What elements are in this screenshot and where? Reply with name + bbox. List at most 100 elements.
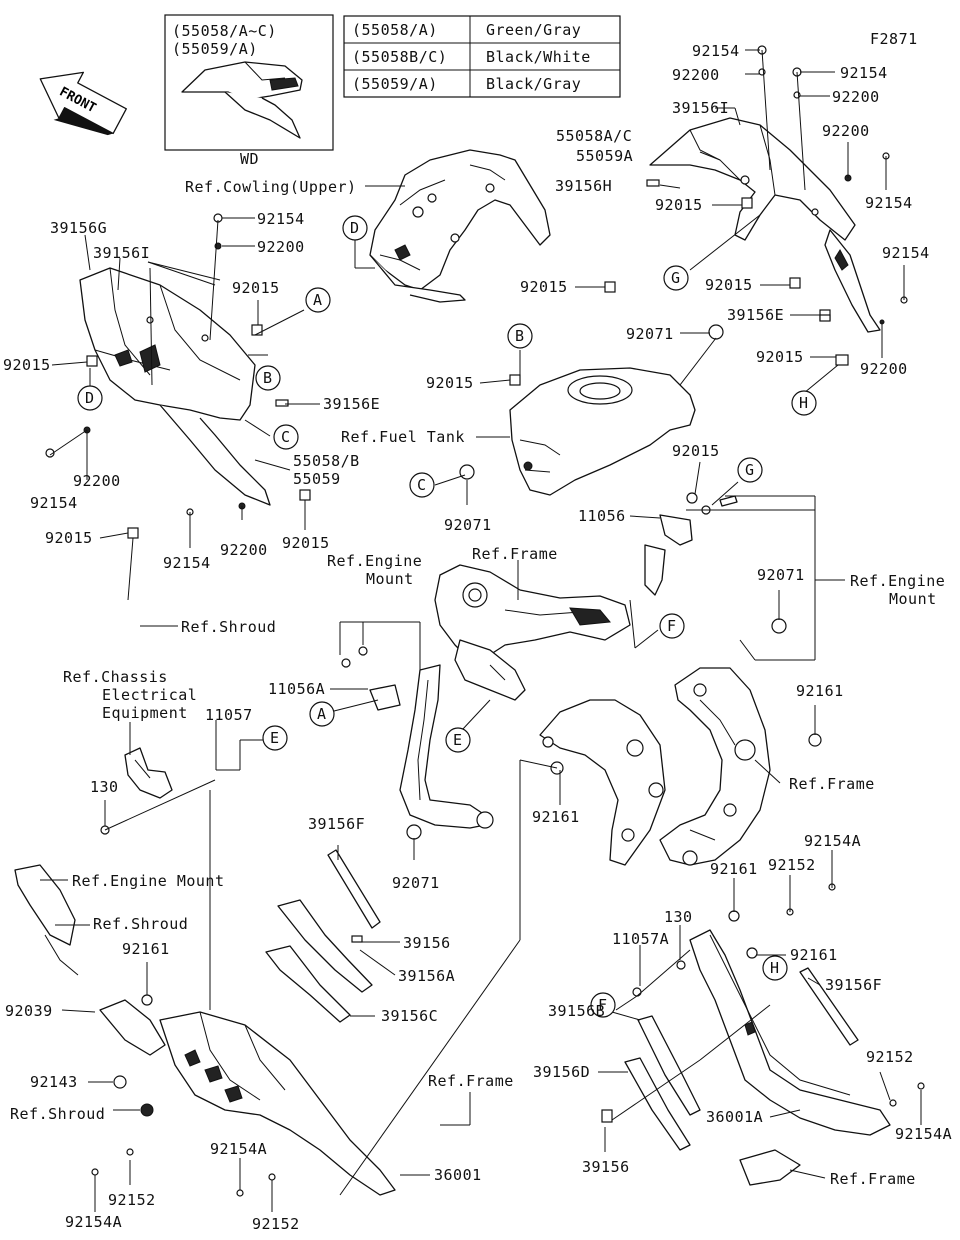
svg-text:39156G: 39156G [50, 219, 107, 237]
svg-text:36001A: 36001A [706, 1108, 763, 1126]
svg-text:Ref.Shroud: Ref.Shroud [10, 1105, 105, 1123]
svg-text:92015: 92015 [672, 442, 720, 460]
color-name-2: Black/White [486, 48, 591, 66]
svg-text:E: E [270, 729, 280, 747]
color-name-1: Green/Gray [486, 21, 581, 39]
svg-text:92200: 92200 [832, 88, 880, 106]
svg-text:92071: 92071 [392, 874, 440, 892]
svg-text:H: H [770, 959, 780, 977]
svg-text:92200: 92200 [257, 238, 305, 256]
svg-text:Ref.Shroud: Ref.Shroud [181, 618, 276, 636]
svg-text:130: 130 [664, 908, 693, 926]
svg-text:92154A: 92154A [895, 1125, 952, 1143]
svg-text:11057: 11057 [205, 706, 253, 724]
svg-text:92154: 92154 [257, 210, 305, 228]
svg-text:Electrical: Electrical [102, 686, 197, 704]
svg-text:92154: 92154 [865, 194, 913, 212]
callout-h-bottom: H [762, 955, 788, 981]
svg-text:92154: 92154 [882, 244, 930, 262]
svg-text:B: B [515, 327, 525, 345]
lower-cowl-left [14, 864, 396, 1196]
callout-a-center: A [309, 701, 335, 727]
svg-text:11056: 11056 [578, 507, 626, 525]
right-cowl-panel [649, 117, 881, 333]
svg-text:D: D [350, 219, 360, 237]
svg-text:92161: 92161 [796, 682, 844, 700]
svg-text:39156I: 39156I [672, 99, 729, 117]
svg-text:Equipment: Equipment [102, 704, 188, 722]
callout-b-center: B [507, 323, 533, 349]
svg-text:Ref.Cowling(Upper): Ref.Cowling(Upper) [185, 178, 357, 196]
svg-text:39156B: 39156B [548, 1002, 605, 1020]
svg-text:39156C: 39156C [381, 1007, 438, 1025]
svg-text:55059A: 55059A [576, 147, 633, 165]
callout-h-top: H [791, 390, 817, 416]
color-code-1: (55058/A) [352, 21, 438, 39]
svg-text:36001: 36001 [434, 1166, 482, 1184]
svg-text:92154: 92154 [692, 42, 740, 60]
left-side-cowl [79, 267, 271, 506]
callout-f-bottom: F [590, 992, 616, 1018]
svg-text:F: F [667, 617, 677, 635]
svg-text:92015: 92015 [520, 278, 568, 296]
color-code-2: (55058B/C) [352, 48, 447, 66]
callout-f-center: F [659, 613, 685, 639]
svg-text:92015: 92015 [45, 529, 93, 547]
svg-text:H: H [799, 394, 809, 412]
svg-text:Mount: Mount [889, 590, 937, 608]
svg-text:92015: 92015 [232, 279, 280, 297]
svg-text:92152: 92152 [866, 1048, 914, 1066]
svg-text:92200: 92200 [220, 541, 268, 559]
svg-text:Ref.Frame: Ref.Frame [428, 1072, 514, 1090]
svg-text:92071: 92071 [444, 516, 492, 534]
trim-39156D [624, 1057, 691, 1151]
svg-text:92071: 92071 [626, 325, 674, 343]
svg-text:39156E: 39156E [323, 395, 380, 413]
svg-text:92154: 92154 [840, 64, 888, 82]
callout-g-center: G [737, 457, 763, 483]
callout-circles: A B C D D B C G H G F A E E F H [77, 215, 817, 1018]
svg-text:G: G [745, 461, 755, 479]
color-name-3: Black/Gray [486, 75, 581, 93]
svg-text:A: A [317, 705, 327, 723]
svg-text:39156A: 39156A [398, 967, 455, 985]
trim-39156A [277, 899, 373, 993]
svg-text:92200: 92200 [822, 122, 870, 140]
svg-text:55058/B: 55058/B [293, 452, 360, 470]
svg-text:92071: 92071 [757, 566, 805, 584]
svg-text:Ref.Shroud: Ref.Shroud [93, 915, 188, 933]
svg-text:C: C [281, 428, 291, 446]
svg-text:55058A/C: 55058A/C [556, 127, 632, 145]
callout-d-top: D [342, 215, 368, 241]
upper-cowling-bracket [369, 149, 551, 303]
svg-text:C: C [417, 476, 427, 494]
svg-text:92152: 92152 [108, 1191, 156, 1209]
svg-text:Ref.Chassis: Ref.Chassis [63, 668, 168, 686]
fuel-tank [509, 367, 696, 496]
svg-text:92015: 92015 [282, 534, 330, 552]
svg-text:Ref.Frame: Ref.Frame [472, 545, 558, 563]
svg-text:92152: 92152 [768, 856, 816, 874]
svg-text:92015: 92015 [3, 356, 51, 374]
figure-code: F2871 [870, 30, 918, 48]
svg-text:39156I: 39156I [93, 244, 150, 262]
svg-text:Ref.Frame: Ref.Frame [830, 1170, 916, 1188]
callout-c-left: C [273, 424, 299, 450]
svg-text:92154A: 92154A [210, 1140, 267, 1158]
color-table: (55058/A) Green/Gray (55058B/C) Black/Wh… [343, 15, 621, 98]
svg-text:Ref.Engine Mount: Ref.Engine Mount [72, 872, 225, 890]
svg-text:A: A [313, 291, 323, 309]
callout-b-left: B [255, 365, 281, 391]
callout-e-center: E [445, 727, 471, 753]
svg-text:92039: 92039 [5, 1002, 53, 1020]
engine-mount-tube [369, 664, 494, 829]
svg-text:92015: 92015 [705, 276, 753, 294]
svg-text:92200: 92200 [860, 360, 908, 378]
svg-text:92200: 92200 [73, 472, 121, 490]
svg-text:39156: 39156 [403, 934, 451, 952]
svg-text:92161: 92161 [532, 808, 580, 826]
svg-text:92015: 92015 [426, 374, 474, 392]
front-arrow-icon: FRONT [39, 71, 127, 136]
svg-text:92161: 92161 [122, 940, 170, 958]
leader-lines [40, 49, 922, 1212]
